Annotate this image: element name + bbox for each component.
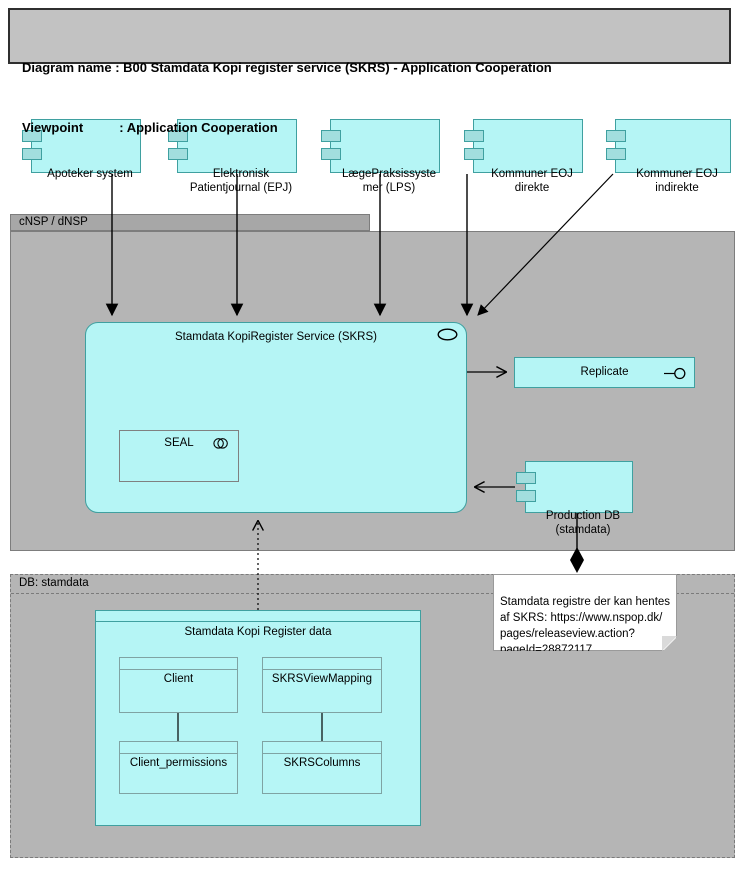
data-group-band	[96, 611, 420, 622]
data-object-skrscolumns[interactable]: SKRSColumns	[262, 741, 382, 794]
component-elektronisk-patientjournal[interactable]: Elektronisk Patientjournal (EPJ)	[168, 119, 297, 194]
component-tab-icon	[606, 148, 626, 160]
data-object-label: Client_permissions	[129, 757, 228, 769]
data-object-client-permissions[interactable]: Client_permissions	[119, 741, 238, 794]
diagram-title-line2: Viewpoint : Application Cooperation	[22, 120, 278, 135]
component-kommuner-eoj-indirekte[interactable]: Kommuner EOJ indirekte	[606, 119, 731, 194]
component-tab-icon	[516, 490, 536, 502]
component-production-db[interactable]: Production DB (stamdata)	[516, 461, 633, 536]
component-tab-icon	[464, 148, 484, 160]
data-object-client[interactable]: Client	[119, 657, 238, 713]
component-tab-icon	[321, 130, 341, 142]
data-object-band	[263, 742, 381, 754]
component-tab-icon	[22, 130, 42, 142]
data-object-skrsviewmapping[interactable]: SKRSViewMapping	[262, 657, 382, 713]
component-label: Kommuner EOJ indirekte	[636, 168, 718, 194]
component-apoteker-system[interactable]: Apoteker system	[22, 119, 141, 180]
component-tab-icon	[168, 148, 188, 160]
note-text: Stamdata registre der kan hentes af SKRS…	[500, 596, 671, 656]
component-label: Elektronisk Patientjournal (EPJ)	[189, 168, 293, 194]
component-tab-icon	[22, 148, 42, 160]
group-db-stamdata-header: DB: stamdata	[11, 575, 734, 594]
service-label: Stamdata KopiRegister Service (SKRS)	[175, 331, 377, 343]
data-object-band	[120, 742, 237, 754]
data-group-title: Stamdata Kopi Register data	[184, 626, 332, 638]
component-seal[interactable]: SEAL	[119, 430, 239, 482]
data-object-label: SKRSColumns	[283, 757, 361, 769]
group-cnsp-dnsp-header: cNSP / dNSP	[10, 214, 370, 231]
application-collaboration-icon	[213, 438, 228, 449]
component-tab-icon	[516, 472, 536, 484]
component-label: LægePraksissyste mer (LPS)	[342, 168, 436, 194]
group-cnsp-dnsp-label: cNSP / dNSP	[19, 216, 88, 228]
application-service-icon	[437, 328, 458, 341]
component-tab-icon	[606, 130, 626, 142]
application-interface-replicate[interactable]: Replicate	[514, 357, 695, 388]
group-db-stamdata-label: DB: stamdata	[19, 577, 89, 589]
seal-label: SEAL	[164, 437, 194, 449]
data-object-band	[263, 658, 381, 670]
component-tab-icon	[464, 130, 484, 142]
data-object-label: SKRSViewMapping	[271, 673, 373, 685]
data-object-band	[120, 658, 237, 670]
diagram-title-bar: Diagram name : B00 Stamdata Kopi registe…	[8, 8, 731, 135]
note-stamdata-registre[interactable]: Stamdata registre der kan hentes af SKRS…	[493, 574, 677, 651]
component-laegepraksissystemer[interactable]: LægePraksissyste mer (LPS)	[321, 119, 440, 194]
application-interface-icon	[664, 367, 686, 380]
component-label: Production DB (stamdata)	[545, 510, 621, 536]
interface-label: Replicate	[580, 366, 629, 378]
data-object-label: Client	[163, 673, 194, 685]
component-tab-icon	[321, 148, 341, 160]
component-tab-icon	[168, 130, 188, 142]
component-label: Apoteker system	[47, 168, 133, 180]
diagram-title-line1: Diagram name : B00 Stamdata Kopi registe…	[22, 60, 552, 75]
application-service-skrs[interactable]: Stamdata KopiRegister Service (SKRS)	[85, 322, 467, 513]
